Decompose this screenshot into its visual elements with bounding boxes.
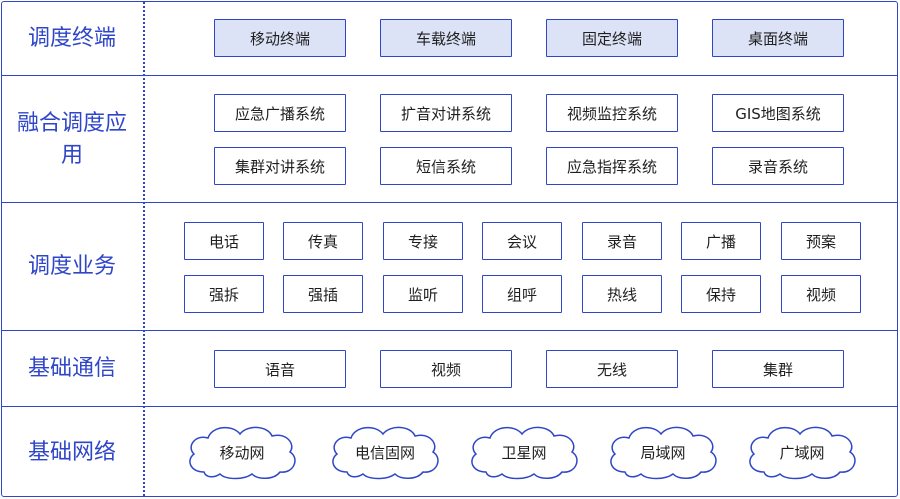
row-separator <box>1 330 898 331</box>
cloud-icon <box>189 426 296 480</box>
terminal-box: 固定终端 <box>546 19 678 57</box>
network-cloud: 广域网 <box>742 422 862 482</box>
communication-box: 集群 <box>712 350 844 388</box>
service-box: 录音 <box>582 222 662 260</box>
application-box: GIS地图系统 <box>712 94 844 132</box>
service-box: 会议 <box>482 222 562 260</box>
network-label: 卫星网 <box>501 443 547 462</box>
service-box: 专接 <box>383 222 463 260</box>
cloud-icon <box>610 426 717 480</box>
communication-box: 视频 <box>380 350 512 388</box>
service-box: 强插 <box>283 275 363 313</box>
application-box: 录音系统 <box>712 147 844 185</box>
network-cloud: 卫星网 <box>464 422 584 482</box>
service-box: 视频 <box>781 275 861 313</box>
network-label: 局域网 <box>640 443 686 462</box>
network-cloud: 局域网 <box>603 422 723 482</box>
service-box: 广播 <box>681 222 761 260</box>
row-separator <box>1 202 898 203</box>
terminal-box: 车载终端 <box>380 19 512 57</box>
row-separator <box>1 406 898 407</box>
application-box: 应急指挥系统 <box>546 147 678 185</box>
service-box: 组呼 <box>482 275 562 313</box>
cloud-icon <box>471 426 578 480</box>
network-label: 电信固网 <box>354 443 415 462</box>
application-box: 应急广播系统 <box>214 94 346 132</box>
application-box: 集群对讲系统 <box>214 147 346 185</box>
communication-box: 语音 <box>214 350 346 388</box>
service-box: 强拆 <box>184 275 264 313</box>
row-separator <box>1 75 898 76</box>
network-cloud: 电信固网 <box>325 422 445 482</box>
service-box: 预案 <box>781 222 861 260</box>
network-label: 广域网 <box>779 443 825 462</box>
service-box: 电话 <box>184 222 264 260</box>
application-box: 扩音对讲系统 <box>380 94 512 132</box>
layer-label-network: 基础网络 <box>27 439 116 465</box>
service-box: 热线 <box>582 275 662 313</box>
cloud-icon <box>332 426 439 480</box>
application-box: 短信系统 <box>380 147 512 185</box>
terminal-box: 桌面终端 <box>712 19 844 57</box>
communication-box: 无线 <box>546 350 678 388</box>
service-box: 传真 <box>283 222 363 260</box>
application-box: 视频监控系统 <box>546 94 678 132</box>
cloud-icon <box>749 426 856 480</box>
label-column-divider <box>143 2 145 496</box>
layer-label-applications: 融合调度应用 <box>17 110 128 168</box>
layer-label-communication: 基础通信 <box>27 356 116 381</box>
layer-label-terminals: 调度终端 <box>27 25 116 51</box>
terminal-box: 移动终端 <box>214 19 346 57</box>
network-label: 移动网 <box>219 443 265 462</box>
service-box: 监听 <box>383 275 463 313</box>
layer-label-services: 调度业务 <box>27 254 116 279</box>
network-cloud: 移动网 <box>182 422 302 482</box>
service-box: 保持 <box>681 275 761 313</box>
